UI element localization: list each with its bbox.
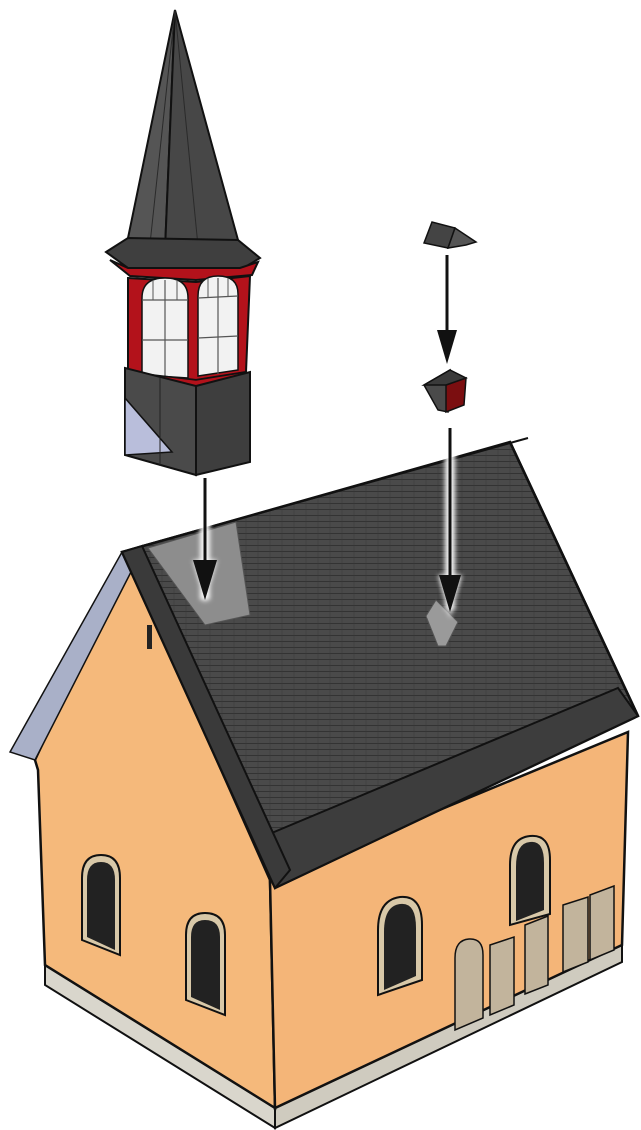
belfry-window-right xyxy=(198,276,238,376)
grave-marker-1 xyxy=(490,937,514,1015)
eave-bracket xyxy=(147,625,152,649)
spire-right-face xyxy=(165,10,238,250)
side-window-left xyxy=(378,897,422,995)
tower-base-right xyxy=(196,372,250,475)
grave-marker-3 xyxy=(563,897,588,972)
gable-window-right xyxy=(186,913,225,1015)
church-building xyxy=(10,438,638,1128)
gable-window-left xyxy=(82,855,120,955)
chimney-base xyxy=(424,370,466,412)
side-window-right xyxy=(510,836,550,925)
bell-tower xyxy=(106,10,260,475)
grave-marker-2 xyxy=(525,916,548,994)
arched-door xyxy=(455,939,483,1030)
grave-marker-4 xyxy=(590,886,614,960)
tower-eave xyxy=(106,238,260,270)
arrow-cap-to-base xyxy=(437,255,457,364)
belfry-window-left xyxy=(142,278,188,378)
arrow-head xyxy=(437,330,457,364)
chimney-cap xyxy=(424,222,476,248)
